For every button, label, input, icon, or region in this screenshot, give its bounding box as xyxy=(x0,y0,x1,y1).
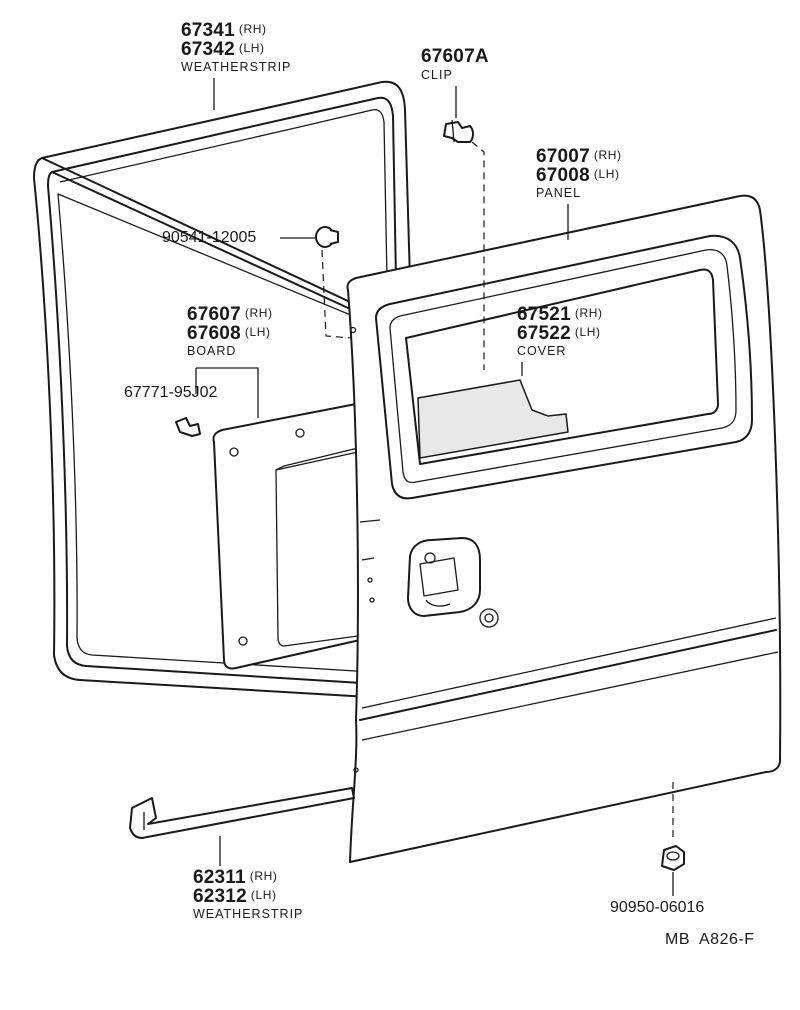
part-name: COVER xyxy=(517,344,567,358)
part-number: 67607 xyxy=(187,304,241,325)
lower-weatherstrip-label: 62311(RH) 62312(LH) WEATHERSTRIP xyxy=(193,868,303,921)
side-label: (RH) xyxy=(238,22,267,36)
side-label: (LH) xyxy=(244,325,271,339)
assembly-dashed-lines xyxy=(321,141,674,842)
part-number: 67607A xyxy=(421,46,489,67)
reference-code: MB A826-F xyxy=(665,931,755,948)
side-label: (RH) xyxy=(593,148,622,162)
lower-weatherstrip xyxy=(129,787,355,839)
trim-board xyxy=(212,403,361,670)
part-number: 67342 xyxy=(181,39,235,60)
cover-label: 67521(RH) 67522(LH) COVER xyxy=(517,305,603,358)
part-number: 67522 xyxy=(517,323,571,344)
part-number: 67341 xyxy=(181,20,235,41)
part-number: 90950-06016 xyxy=(610,899,705,916)
part-number: 62311 xyxy=(193,867,246,888)
part-number: 67008 xyxy=(536,165,590,186)
side-label: (RH) xyxy=(249,869,278,883)
part-name: WEATHERSTRIP xyxy=(181,60,292,74)
leader-lines xyxy=(195,78,674,896)
door-panel xyxy=(346,194,782,863)
clip-label: 67607A CLIP xyxy=(421,47,489,82)
side-label: (LH) xyxy=(238,41,265,55)
part-name: BOARD xyxy=(187,344,237,358)
board-clip-label: 67771-95J02 xyxy=(124,385,217,401)
side-label: (LH) xyxy=(250,888,277,902)
upper-weatherstrip-label: 67341(RH) 67342(LH) WEATHERSTRIP xyxy=(181,21,291,74)
part-name: CLIP xyxy=(421,68,453,82)
part-number: 67521 xyxy=(517,304,571,325)
grommet-part xyxy=(315,226,339,248)
board-label: 67607(RH) 67608(LH) BOARD xyxy=(187,305,273,358)
part-number: 90541-12005 xyxy=(162,229,257,246)
side-label: (LH) xyxy=(574,325,601,339)
panel-label: 67007(RH) 67008(LH) PANEL xyxy=(536,147,622,200)
grommet-label: 90541-12005 xyxy=(162,230,256,246)
part-number: 62312 xyxy=(193,886,247,907)
part-name: WEATHERSTRIP xyxy=(193,907,304,921)
part-name: PANEL xyxy=(536,186,582,200)
part-number: 67771-95J02 xyxy=(124,384,218,401)
nut-label: 90950-06016 xyxy=(610,900,704,916)
part-number: 67007 xyxy=(536,146,590,167)
side-label: (RH) xyxy=(244,306,273,320)
clip-part xyxy=(443,119,474,143)
part-number: 67608 xyxy=(187,323,241,344)
nut-part xyxy=(661,845,685,871)
side-label: (LH) xyxy=(593,167,620,181)
board-clip-part xyxy=(175,417,201,437)
side-label: (RH) xyxy=(574,306,603,320)
